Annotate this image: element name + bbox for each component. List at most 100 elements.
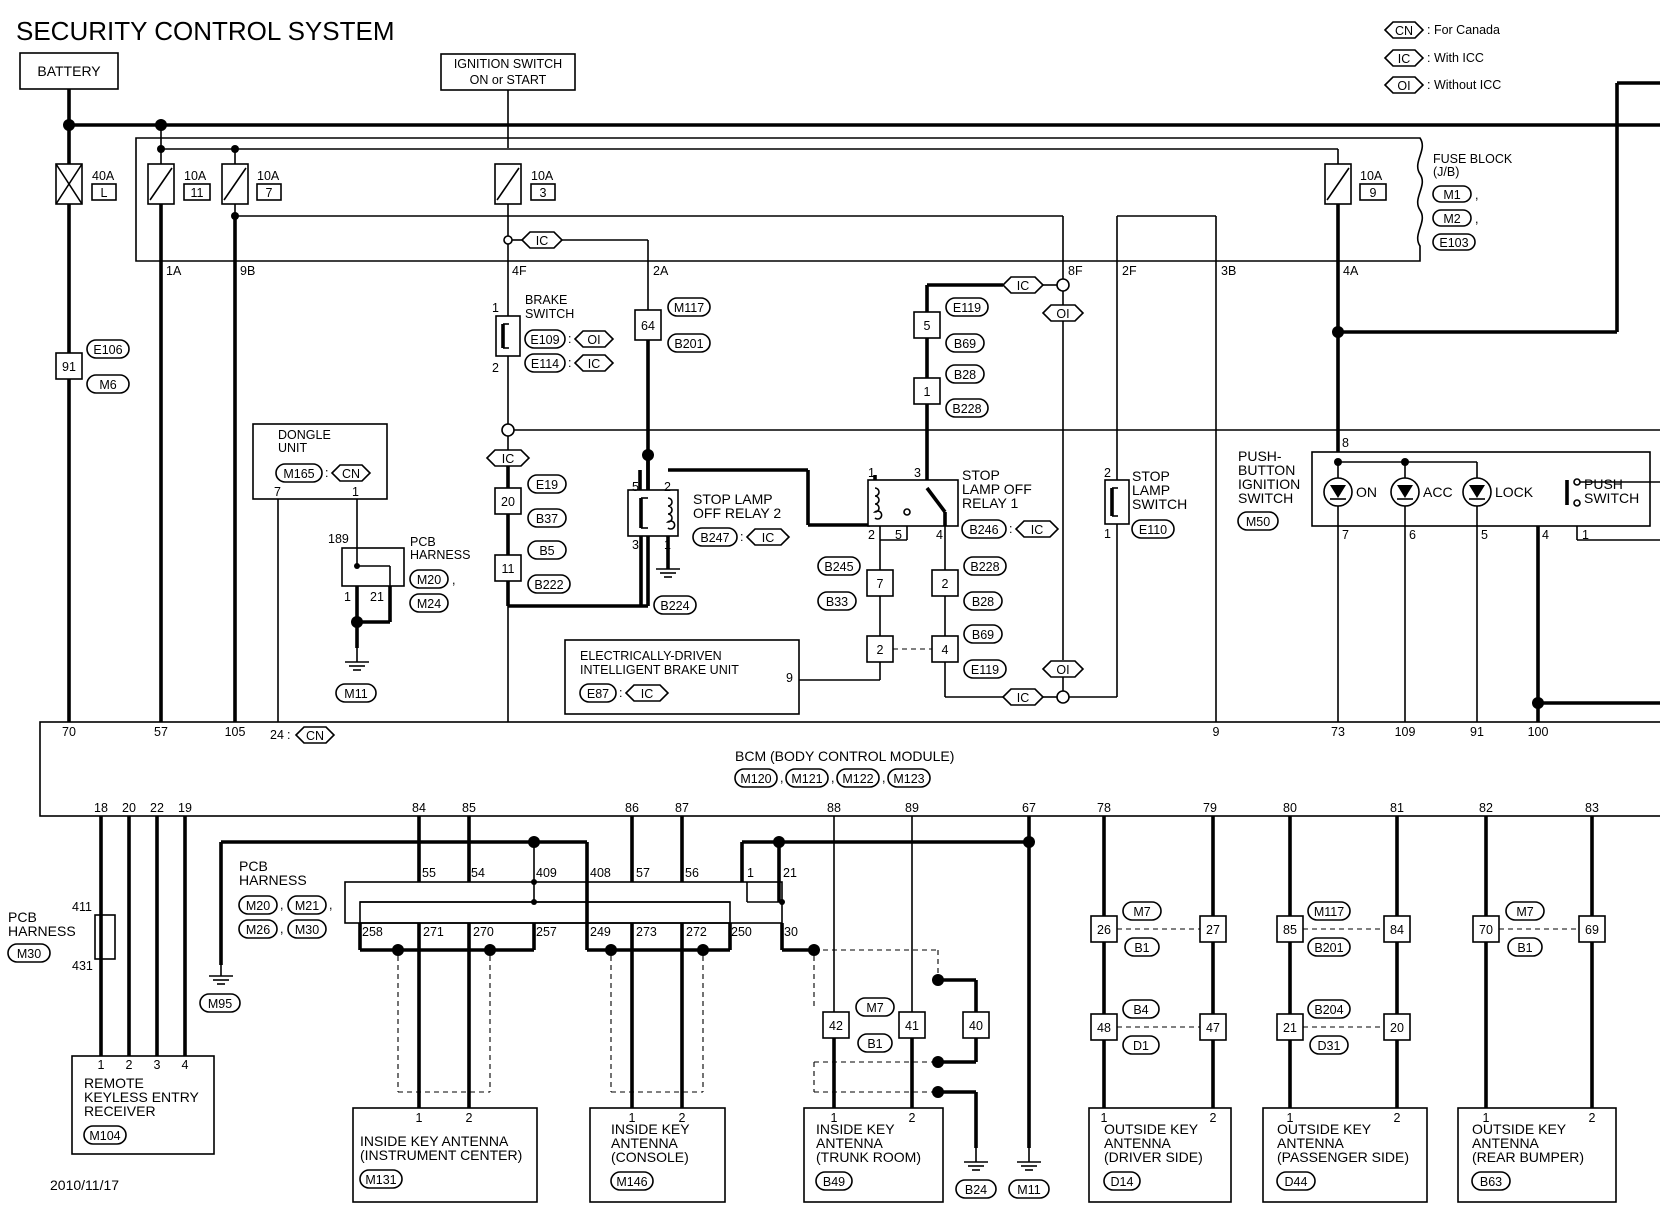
svg-text:B5: B5 bbox=[539, 544, 554, 558]
svg-text::: : bbox=[325, 466, 328, 480]
svg-text:2: 2 bbox=[466, 1111, 473, 1125]
svg-text:HARNESS: HARNESS bbox=[8, 923, 76, 939]
outside-key-antenna-passenger-side bbox=[1262, 1107, 1428, 1203]
svg-text:57: 57 bbox=[636, 866, 650, 880]
svg-text:,: , bbox=[780, 771, 783, 785]
svg-text:1: 1 bbox=[1101, 1111, 1108, 1125]
svg-text:E106: E106 bbox=[93, 343, 122, 357]
svg-text:70: 70 bbox=[1479, 923, 1493, 937]
svg-text:SWITCH: SWITCH bbox=[525, 307, 574, 321]
svg-text:88: 88 bbox=[827, 801, 841, 815]
svg-text:B222: B222 bbox=[534, 578, 563, 592]
svg-text:4: 4 bbox=[936, 528, 943, 542]
svg-text:B1: B1 bbox=[1517, 941, 1532, 955]
svg-text:B247: B247 bbox=[700, 531, 729, 545]
svg-text:40: 40 bbox=[969, 1019, 983, 1033]
svg-text:9: 9 bbox=[786, 671, 793, 685]
svg-text:HARNESS: HARNESS bbox=[239, 872, 307, 888]
intelligent-brake-unit bbox=[564, 639, 800, 715]
svg-text:55: 55 bbox=[422, 866, 436, 880]
svg-text:IC: IC bbox=[588, 357, 601, 371]
connector-5 bbox=[913, 311, 941, 339]
svg-text:1: 1 bbox=[1104, 527, 1111, 541]
svg-text:250: 250 bbox=[731, 925, 752, 939]
dongle-unit bbox=[252, 423, 388, 500]
svg-text:M7: M7 bbox=[1516, 905, 1533, 919]
svg-text:M122: M122 bbox=[842, 772, 873, 786]
svg-text:OI: OI bbox=[1056, 307, 1069, 321]
svg-text:ELECTRICALLY-DRIVEN: ELECTRICALLY-DRIVEN bbox=[580, 649, 722, 663]
stop-lamp-switch bbox=[1104, 479, 1130, 525]
svg-text:OI: OI bbox=[1056, 663, 1069, 677]
svg-text:B224: B224 bbox=[660, 599, 689, 613]
svg-text:BUTTON: BUTTON bbox=[1238, 462, 1295, 478]
svg-text:2: 2 bbox=[492, 361, 499, 375]
svg-text:85: 85 bbox=[462, 801, 476, 815]
svg-text:E110: E110 bbox=[1139, 523, 1167, 537]
svg-text:80: 80 bbox=[1283, 801, 1297, 815]
connector-2-right bbox=[931, 569, 959, 597]
svg-text:109: 109 bbox=[1395, 725, 1416, 739]
svg-text:,: , bbox=[882, 771, 885, 785]
svg-text:SWITCH: SWITCH bbox=[1238, 490, 1293, 506]
svg-text:78: 78 bbox=[1097, 801, 1111, 815]
svg-text:,: , bbox=[1475, 212, 1478, 226]
svg-text:1: 1 bbox=[1483, 1111, 1490, 1125]
svg-text:OI: OI bbox=[587, 333, 600, 347]
svg-text:3B: 3B bbox=[1221, 264, 1236, 278]
svg-text:E87: E87 bbox=[587, 687, 609, 701]
connector-1 bbox=[913, 377, 941, 405]
svg-text:2: 2 bbox=[1210, 1111, 1217, 1125]
svg-text:42: 42 bbox=[829, 1019, 843, 1033]
svg-text:86: 86 bbox=[625, 801, 639, 815]
pcb-harness-left bbox=[94, 914, 116, 960]
connector-11 bbox=[494, 554, 522, 582]
svg-text:M165: M165 bbox=[283, 467, 314, 481]
svg-text:M20: M20 bbox=[246, 899, 270, 913]
svg-text:1: 1 bbox=[98, 1058, 105, 1072]
svg-text:8: 8 bbox=[1342, 436, 1349, 450]
svg-text:271: 271 bbox=[423, 925, 444, 939]
svg-text:1: 1 bbox=[352, 485, 359, 499]
svg-text:IC: IC bbox=[1017, 279, 1030, 293]
svg-text:B37: B37 bbox=[536, 512, 558, 526]
svg-text:B69: B69 bbox=[954, 337, 976, 351]
svg-text:85: 85 bbox=[1283, 923, 1297, 937]
svg-text::: : bbox=[568, 332, 571, 346]
svg-text:87: 87 bbox=[675, 801, 689, 815]
svg-text:SWITCH: SWITCH bbox=[1132, 496, 1187, 512]
inside-key-antenna-trunk-room bbox=[803, 1107, 944, 1203]
svg-text:M30: M30 bbox=[17, 947, 41, 961]
svg-text:M95: M95 bbox=[208, 997, 232, 1011]
pcb-harness-upper bbox=[341, 547, 405, 587]
svg-text:IC: IC bbox=[1017, 691, 1030, 705]
inside-key-antenna-instrument-center bbox=[352, 1107, 538, 1203]
svg-text:431: 431 bbox=[72, 959, 93, 973]
svg-text::: : bbox=[287, 728, 290, 742]
svg-text:57: 57 bbox=[154, 725, 168, 739]
legend: CN : For Canada IC : With ICC OI : Witho… bbox=[1383, 21, 1501, 94]
svg-text:REMOTE: REMOTE bbox=[84, 1075, 144, 1091]
svg-text:B69: B69 bbox=[972, 628, 994, 642]
svg-text:(INSTRUMENT CENTER): (INSTRUMENT CENTER) bbox=[360, 1147, 522, 1163]
svg-text:258: 258 bbox=[362, 925, 383, 939]
svg-text:22: 22 bbox=[150, 801, 164, 815]
svg-text::: : bbox=[1009, 522, 1012, 536]
svg-text:11: 11 bbox=[191, 186, 204, 200]
svg-text:PUSH: PUSH bbox=[1584, 476, 1623, 492]
svg-text:21: 21 bbox=[783, 866, 797, 880]
svg-text:2: 2 bbox=[1589, 1111, 1596, 1125]
svg-text:2: 2 bbox=[679, 1111, 686, 1125]
svg-text:27: 27 bbox=[1206, 923, 1220, 937]
svg-text:E114: E114 bbox=[531, 357, 559, 371]
svg-text:82: 82 bbox=[1479, 801, 1493, 815]
svg-text:84: 84 bbox=[412, 801, 426, 815]
svg-text:84: 84 bbox=[1390, 923, 1404, 937]
svg-text:7: 7 bbox=[266, 186, 273, 200]
svg-text:B49: B49 bbox=[823, 1175, 845, 1189]
svg-text:M131: M131 bbox=[365, 1173, 396, 1187]
svg-text:18: 18 bbox=[94, 801, 108, 815]
svg-text:B201: B201 bbox=[1314, 941, 1343, 955]
svg-text:M121: M121 bbox=[791, 772, 822, 786]
svg-text:5: 5 bbox=[895, 528, 902, 542]
